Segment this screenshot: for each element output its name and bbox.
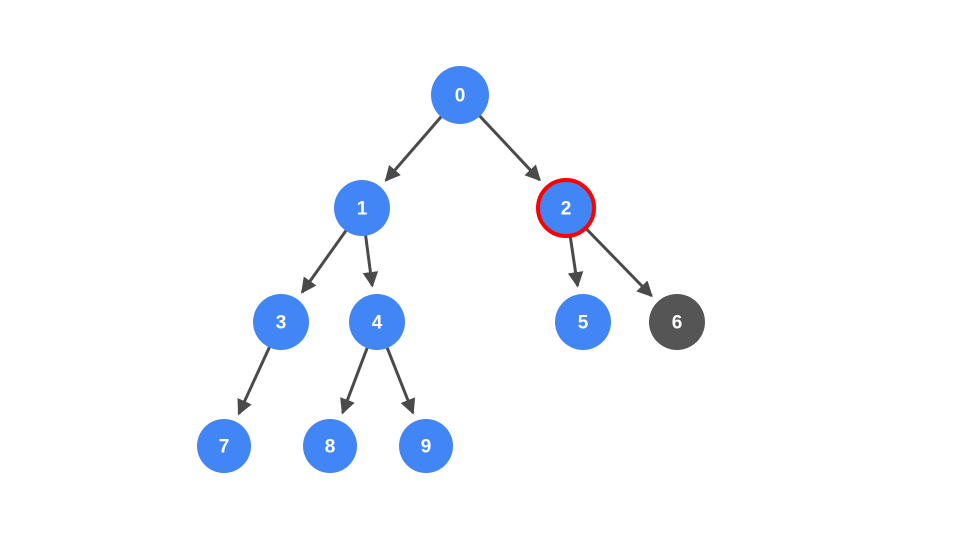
graph-edge-3-7 [237,344,272,416]
graph-node-5[interactable]: 5 [555,294,611,350]
graph-edge-1-3 [300,228,349,294]
graph-node-3[interactable]: 3 [253,294,309,350]
graph-edge-2-5 [567,235,584,288]
graph-edge-0-2 [477,113,541,182]
node-circle-0[interactable] [431,66,489,124]
graph-node-8[interactable]: 8 [303,419,357,473]
node-circle-6[interactable] [649,294,705,350]
graph-edge-0-1 [384,114,444,182]
graph-node-0[interactable]: 0 [431,66,489,124]
node-circle-7[interactable] [197,419,251,473]
node-circle-3[interactable] [253,294,309,350]
node-circle-1[interactable] [334,180,390,236]
graph-node-9[interactable]: 9 [399,419,453,473]
graph-edge-4-8 [340,345,370,415]
edge-layer [237,113,653,416]
node-circle-5[interactable] [555,294,611,350]
node-circle-9[interactable] [399,419,453,473]
graph-node-1[interactable]: 1 [334,180,390,236]
graph-node-4[interactable]: 4 [349,294,405,350]
graph-node-6[interactable]: 6 [649,294,705,350]
graph-edge-4-9 [385,345,416,415]
node-circle-2[interactable] [536,178,596,238]
graph-node-7[interactable]: 7 [197,419,251,473]
graph-edge-1-4 [362,233,379,288]
graph-node-2[interactable]: 2 [536,178,596,238]
node-circle-8[interactable] [303,419,357,473]
node-circle-4[interactable] [349,294,405,350]
graph-edge-2-6 [584,227,653,298]
